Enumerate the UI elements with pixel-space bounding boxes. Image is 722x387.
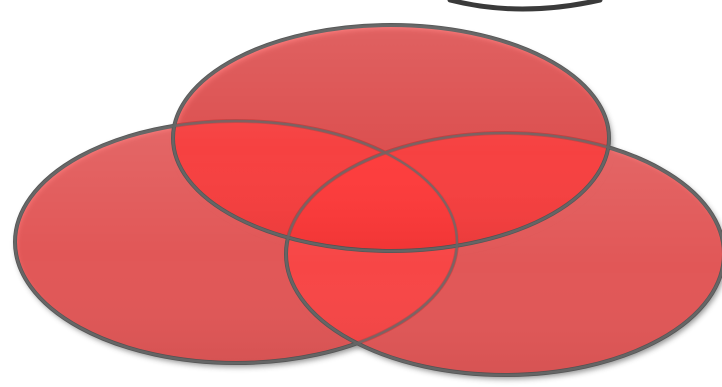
venn-set-top — [173, 25, 609, 251]
background-ellipse-rim — [450, 0, 600, 9]
